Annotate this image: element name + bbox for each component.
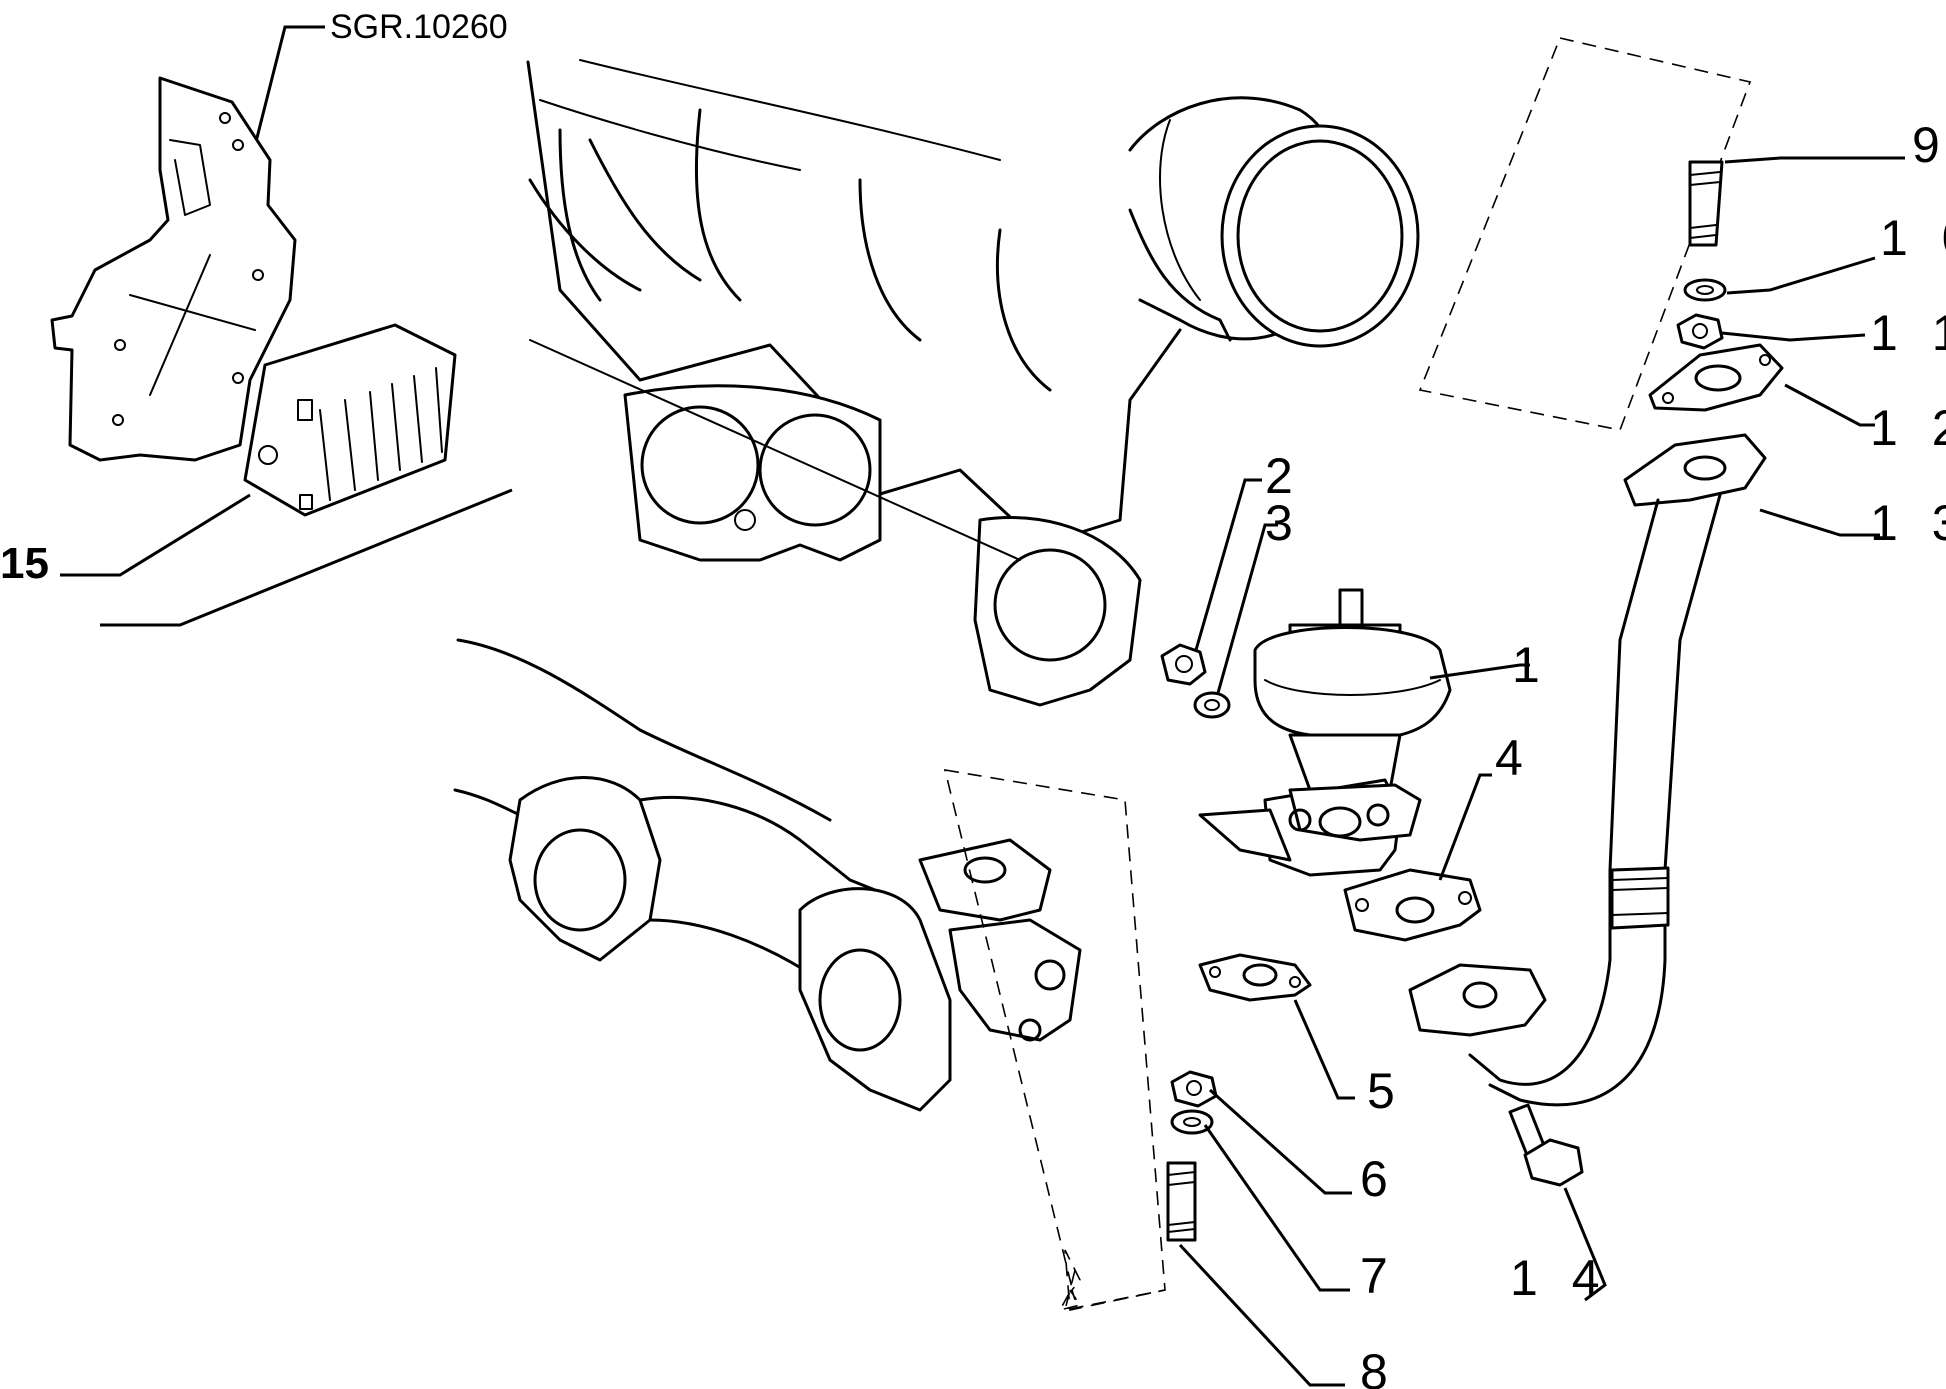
callout-5: 5 bbox=[1367, 1063, 1405, 1119]
leader-lines bbox=[60, 156, 1905, 1387]
exhaust-manifold bbox=[453, 638, 1082, 1112]
callout-3: 3 bbox=[1265, 495, 1303, 551]
part-5-gasket bbox=[1198, 953, 1312, 1002]
callout-10: 1 0 bbox=[1880, 210, 1946, 266]
part-10-washer bbox=[1683, 278, 1727, 302]
callout-8: 8 bbox=[1360, 1344, 1398, 1389]
part-2-nut bbox=[1160, 643, 1207, 686]
callout-1: 1 bbox=[1512, 637, 1550, 693]
part-7-washer bbox=[1170, 1109, 1214, 1135]
callout-9: 9 bbox=[1912, 117, 1946, 173]
callout-labels: 1 2 3 4 5 6 7 8 9 1 0 1 1 1 2 1 3 1 4 15 bbox=[0, 117, 1946, 1389]
part-3-washer bbox=[1193, 691, 1231, 719]
part-14-bolt bbox=[1508, 1103, 1584, 1187]
callout-4: 4 bbox=[1495, 730, 1533, 786]
part-11-nut bbox=[1676, 313, 1724, 350]
callout-13: 1 3 bbox=[1870, 495, 1946, 551]
part-13-egr-pipe bbox=[1408, 433, 1767, 1107]
callout-2: 2 bbox=[1265, 448, 1303, 504]
throttle-inlet-tube bbox=[1128, 96, 1420, 348]
part-6-nut bbox=[1170, 1070, 1218, 1108]
part-8-stud bbox=[1166, 1161, 1197, 1242]
callout-11: 1 1 bbox=[1870, 305, 1946, 361]
part-15-bracket bbox=[50, 76, 297, 462]
part-15-control-module bbox=[243, 323, 457, 517]
part-4-gasket bbox=[1343, 868, 1482, 942]
callout-6: 6 bbox=[1360, 1151, 1398, 1207]
part-12-gasket bbox=[1648, 343, 1784, 412]
callout-15: 15 bbox=[0, 539, 49, 588]
part-1-egr-valve bbox=[1198, 588, 1452, 877]
callout-7: 7 bbox=[1360, 1248, 1398, 1304]
reference-code: SGR.10260 bbox=[238, 8, 508, 206]
intake-manifold bbox=[526, 59, 1182, 707]
callout-14: 1 4 bbox=[1510, 1250, 1610, 1306]
dashed-group-lower-edge bbox=[1063, 1269, 1166, 1312]
reference-code-text: SGR.10260 bbox=[330, 8, 508, 46]
callout-12: 1 2 bbox=[1870, 400, 1946, 456]
part-9-stud bbox=[1688, 160, 1724, 247]
